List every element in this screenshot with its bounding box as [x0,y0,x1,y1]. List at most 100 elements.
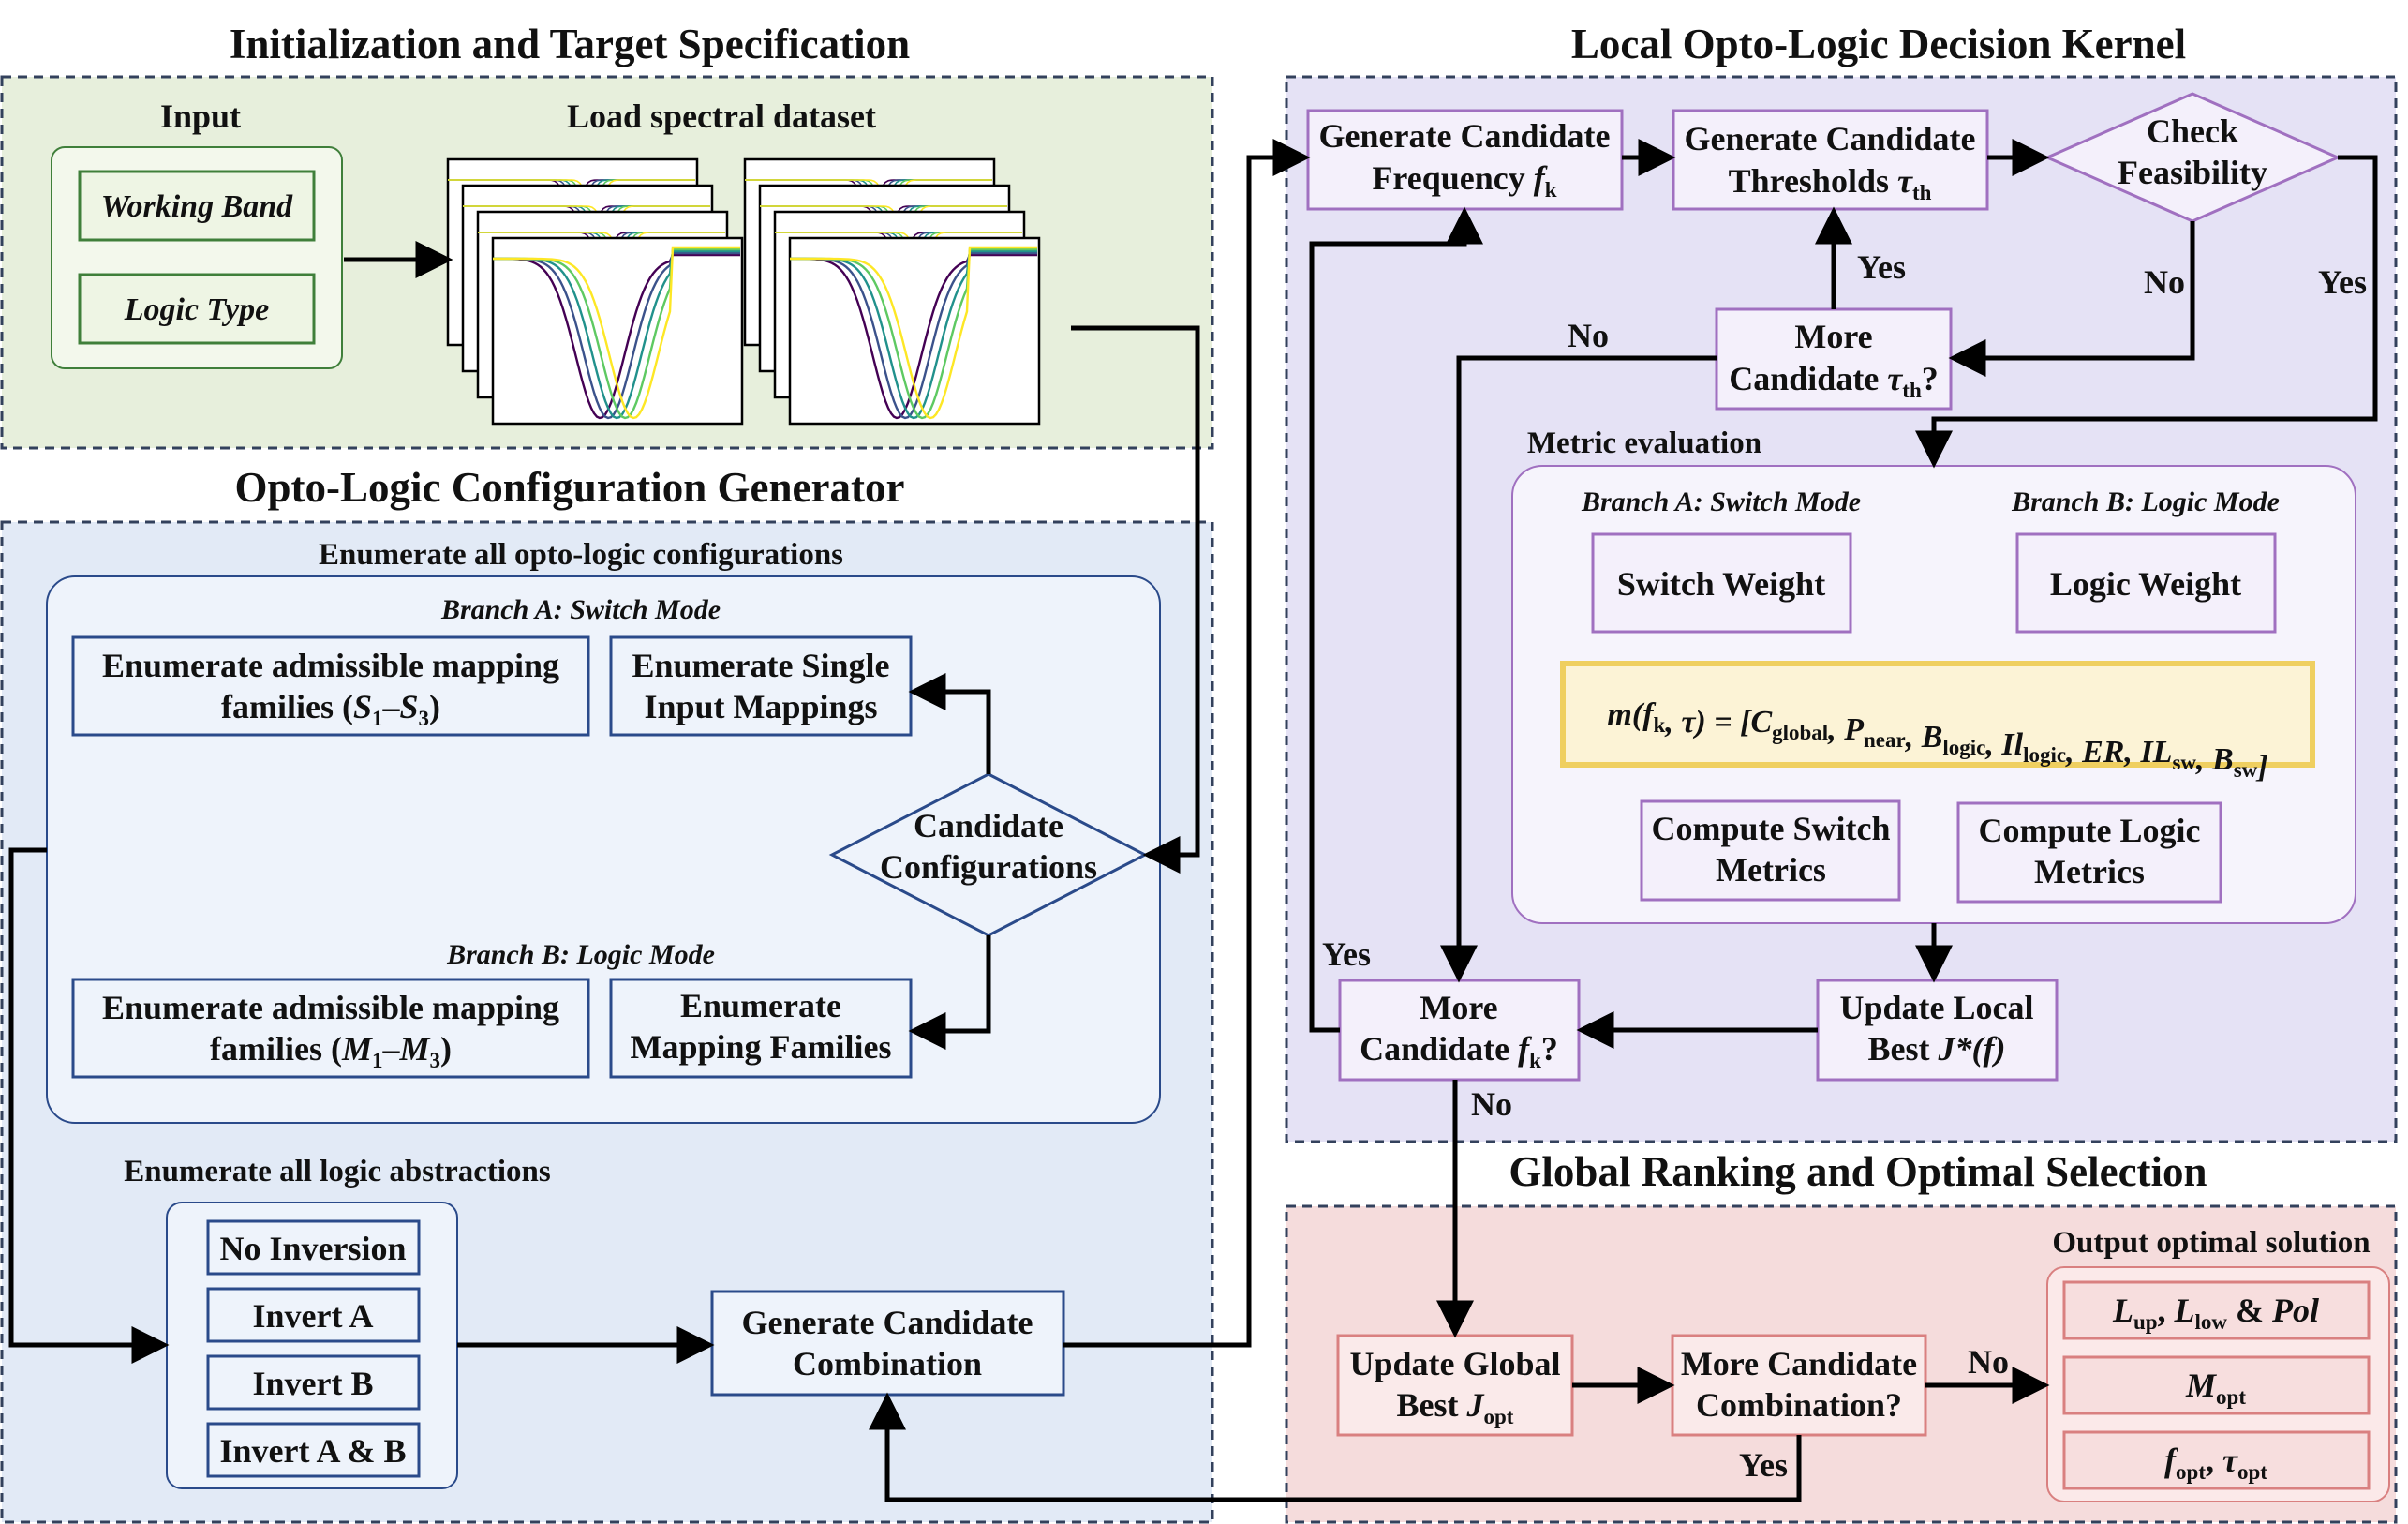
logic-type-box [78,273,316,345]
input-title: Input [160,97,241,135]
metric-formula-box [1560,661,2315,768]
abstraction-option-label: Invert A & B [219,1432,406,1470]
label-no-more-combination: No [1968,1343,2009,1381]
abstraction-option-box [206,1354,421,1411]
more-frequency-line2: Candidate fk? [1360,1030,1558,1072]
enumerate-configs-title: Enumerate all opto-logic configurations [319,538,843,572]
compute-logic-line2: Metrics [2034,853,2145,890]
abstraction-option-label: Invert A [253,1297,374,1335]
config-branch-b-title: Branch B: Logic Mode [446,939,715,970]
switch-weight-box [1591,532,1852,634]
check-feasibility-line2: Feasibility [2118,154,2267,191]
config-branch-a-title: Branch A: Switch Mode [440,594,721,625]
update-global-box [1336,1334,1574,1437]
arrow-config-to-abstractions [8,847,170,1364]
spectrum-curve [760,205,1007,251]
label-yes-more-combination: Yes [1739,1446,1788,1484]
update-local-line1: Update Local [1840,989,2034,1026]
spectral-dataset-stack-left [446,157,744,426]
single-input-box [609,635,913,737]
label-yes-feasibility: Yes [2318,263,2367,301]
arrow-dataset-to-candidate-configurations [1071,325,1200,874]
more-tau-line1: More [1794,318,1872,355]
spectrum-curve [745,179,992,225]
output-mapping: Mopt [2185,1367,2246,1409]
compute-switch-line2: Metrics [1716,851,1826,889]
section-title-decision-kernel: Local Opto-Logic Decision Kernel [1571,21,2186,67]
label-yes-more-tau: Yes [1857,248,1906,286]
abstraction-option-label: No Inversion [219,1230,406,1267]
update-global-line1: Update Global [1349,1345,1560,1382]
generate-frequency-line1: Generate Candidate [1319,117,1611,155]
label-no-more-frequency: No [1471,1085,1512,1123]
compute-switch-box [1640,799,1901,902]
update-local-box [1816,979,2059,1082]
spectrum-curve [493,246,740,420]
switch-weight-label: Switch Weight [1617,565,1825,603]
metric-formula: m(fk, τ) = [Cglobal, Pnear, Blogic, Illo… [1607,697,2267,784]
more-tau-line2: Candidate τth? [1729,360,1938,402]
admissible-m-line2: families (M1–M3) [210,1030,452,1072]
arrow-candidate-to-mapping-families [908,935,991,1050]
logic-type-label: Logic Type [124,292,270,327]
arrow-feasibility-no-to-more-tau [1948,221,2195,377]
abstraction-option-box [206,1287,421,1343]
more-combination-line2: Combination? [1696,1386,1902,1424]
abstraction-option-box [206,1219,421,1276]
update-global-line2: Best Jopt [1397,1386,1514,1428]
candidate-combination-box [710,1290,1065,1397]
mapping-families-line2: Mapping Families [630,1028,891,1066]
candidate-combination-line2: Combination [793,1345,982,1382]
admissible-s-line2: families (S1–S3) [221,688,440,730]
output-frequency-threshold-box [2062,1430,2371,1490]
candidate-combination-line1: Generate Candidate [742,1304,1033,1341]
arrow-more-combination-yes-to-combination [869,1392,1802,1502]
candidate-configurations-line2: Configurations [880,848,1097,886]
dataset-title: Load spectral dataset [567,97,876,135]
spectral-dataset-stack-right [743,157,1041,426]
flow-connectors [8,139,2378,1502]
admissible-s-box [71,635,590,737]
spectrum-curve [790,246,1037,420]
admissible-m-box [71,978,590,1079]
output-frequency-threshold: fopt, τopt [2164,1442,2267,1484]
label-no-more-tau: No [1568,317,1609,354]
spectrum-curve [448,179,695,225]
admissible-m-line1: Enumerate admissible mapping [102,989,559,1026]
arrow-candidate-to-single-input [908,673,991,774]
working-band-label: Working Band [101,189,293,224]
arrow-more-frequency-yes-to-generate [1309,206,1483,1033]
compute-logic-line1: Compute Logic [1979,812,2201,849]
spectrum-curve [775,232,1022,277]
spectrum-curve [463,205,710,251]
logic-weight-box [2015,532,2277,634]
arrow-more-tau-no-to-more-frequency [1440,355,1717,983]
abstraction-option-box [206,1422,421,1478]
section-title-configuration-generator: Opto-Logic Configuration Generator [235,464,905,511]
spectrum-plot-frame [491,236,744,426]
admissible-s-line1: Enumerate admissible mapping [102,647,559,684]
check-feasibility-line1: Check [2147,112,2238,150]
working-band-box [78,170,316,242]
more-tau-box [1715,307,1953,411]
logic-abstractions-title: Enumerate all logic abstractions [124,1155,551,1188]
generate-frequency-line2: Frequency fk [1372,159,1556,202]
generate-thresholds-line2: Thresholds τth [1729,162,1932,204]
abstraction-option-label: Invert B [253,1365,374,1402]
update-local-line2: Best J*(f) [1868,1030,2006,1068]
arrow-combination-to-kernel [1063,139,1311,1348]
candidate-configurations-line1: Candidate [914,807,1063,844]
compute-switch-line1: Compute Switch [1651,810,1890,847]
output-title: Output optimal solution [2052,1226,2370,1260]
output-mapping-box [2062,1355,2371,1415]
section-title-global-ranking: Global Ranking and Optimal Selection [1509,1148,2207,1195]
more-combination-line1: More Candidate [1681,1345,1917,1382]
generate-thresholds-line1: Generate Candidate [1685,120,1976,157]
compute-logic-box [1956,801,2222,904]
output-levels-box [2062,1280,2371,1340]
more-frequency-line1: More [1420,989,1497,1026]
label-no-feasibility: No [2144,263,2185,301]
spectrum-curve [478,232,725,277]
